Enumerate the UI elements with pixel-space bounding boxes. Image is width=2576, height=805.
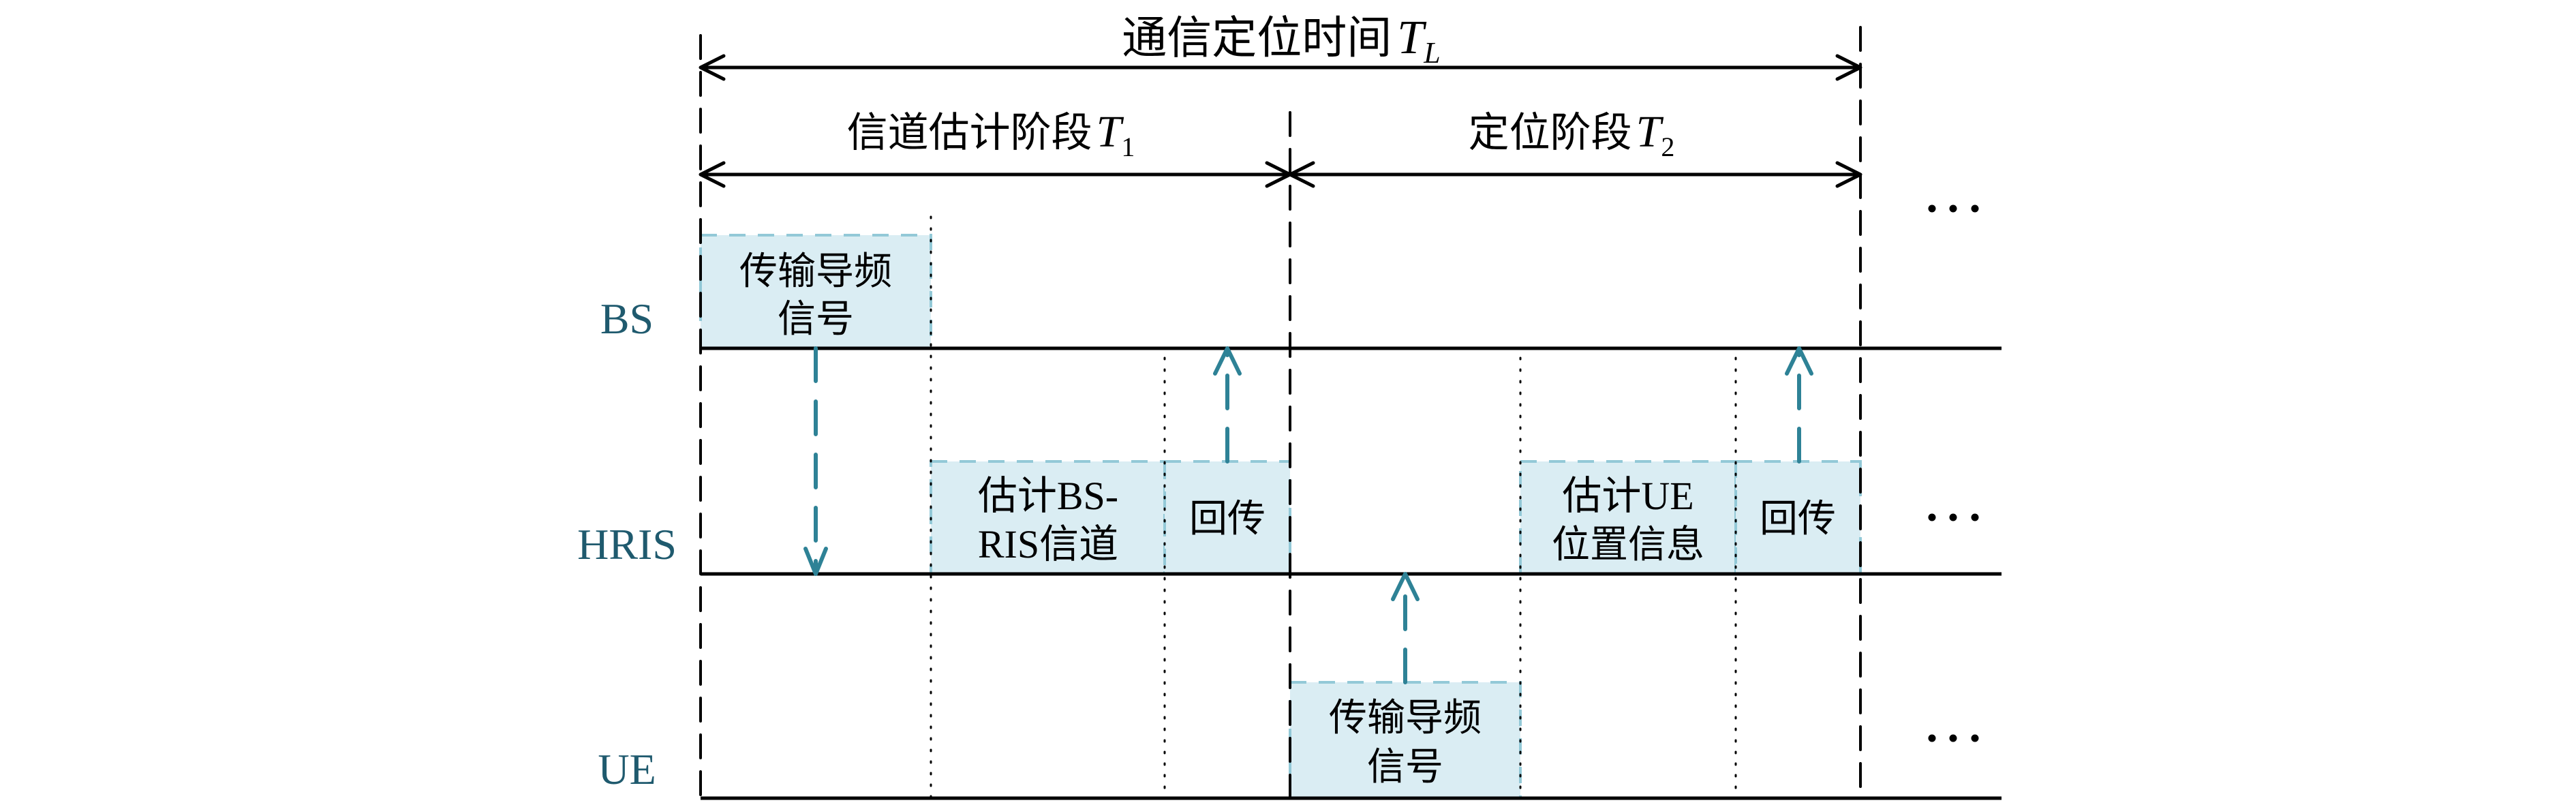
phase-1-arrow	[699, 161, 1292, 188]
block-hris-estimate-bs-ris: 估计BS- RIS信道	[930, 460, 1166, 575]
block-bs-pilot-line1: 传输导频	[739, 249, 892, 294]
phase-1-text: 信道估计阶段	[847, 109, 1092, 157]
block-estimate-ue-line1: 估计UE	[1562, 474, 1693, 518]
block-estimate-ue-line2: 位置信息	[1552, 523, 1704, 567]
phase-label-positioning: 定位阶段T2	[1469, 107, 1675, 162]
block-ue-pilot: 传输导频 信号	[1289, 681, 1522, 800]
phase-2-subscript: 2	[1661, 132, 1674, 162]
block-ue-pilot-line2: 信号	[1367, 745, 1443, 789]
block-feedback-2-text: 回传	[1760, 497, 1836, 541]
phase-boundaries	[699, 26, 1862, 800]
signal-ue-to-hris	[1391, 572, 1420, 684]
block-hris-feedback-1: 回传	[1163, 460, 1291, 575]
phase-2-symbol: T	[1636, 107, 1664, 157]
title-symbol: T	[1397, 12, 1427, 64]
phase-label-channel-estimation: 信道估计阶段T1	[847, 107, 1135, 162]
block-feedback-1-text: 回传	[1189, 497, 1266, 541]
signal-arrows	[803, 346, 1813, 684]
slot-dividers	[930, 215, 1737, 800]
continuation-hris	[1928, 513, 1979, 521]
row-label-hris: HRIS	[577, 520, 677, 568]
block-bs-pilot-line2: 信号	[778, 297, 854, 341]
block-estimate-bs-ris-line1: 估计BS-	[978, 474, 1118, 518]
continuation-ue	[1928, 734, 1979, 742]
row-label-bs: BS	[600, 294, 654, 343]
blocks: 传输导频 信号 估计BS- RIS信道 回传 传输导频 信号 估计UE 位置信息…	[699, 234, 1862, 800]
row-label-ue: UE	[598, 745, 656, 793]
block-hris-estimate-ue: 估计UE 位置信息	[1519, 460, 1737, 575]
row-lines	[701, 346, 2002, 800]
signal-hris-to-bs-1	[1213, 346, 1242, 464]
block-hris-feedback-2: 回传	[1734, 460, 1862, 575]
phase-2-text: 定位阶段	[1469, 109, 1632, 157]
block-bs-pilot: 传输导频 信号	[699, 234, 932, 350]
block-ue-pilot-line1: 传输导频	[1329, 696, 1482, 740]
title-text: 通信定位时间	[1122, 12, 1392, 64]
phase-2-arrow	[1288, 161, 1862, 188]
block-estimate-bs-ris-line2: RIS信道	[978, 522, 1118, 566]
signal-bs-to-hris	[803, 346, 828, 576]
phase-1-symbol: T	[1097, 107, 1124, 157]
signal-hris-to-bs-2	[1785, 346, 1813, 464]
continuation-bs	[1928, 204, 1979, 213]
title-subscript: L	[1423, 36, 1440, 70]
phase-1-subscript: 1	[1121, 132, 1135, 162]
